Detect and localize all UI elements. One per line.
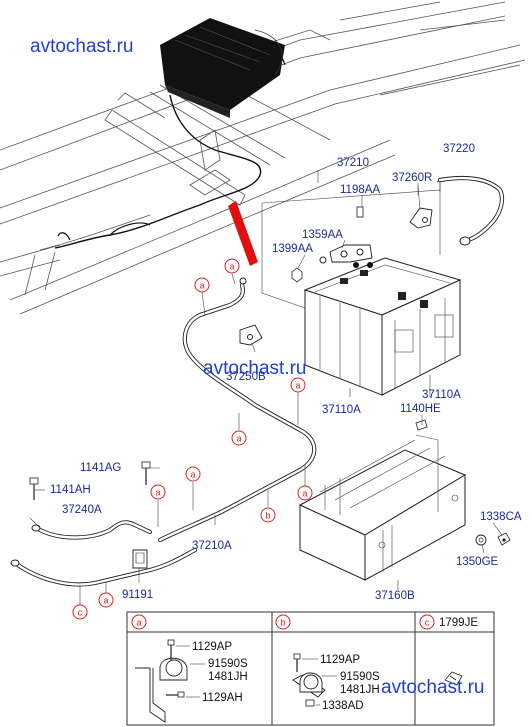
watermark-bottom: avtochast.ru <box>381 677 485 698</box>
label-1359aa: 1359AA <box>302 229 343 241</box>
nut-1350ge[interactable] <box>475 534 487 546</box>
watermark-middle: avtochast.ru <box>203 358 307 379</box>
svg-text:c: c <box>425 618 430 628</box>
label-1338ca: 1338CA <box>480 511 522 523</box>
svg-text:a: a <box>190 470 195 480</box>
callout-a-1: a <box>224 258 240 274</box>
legend-header-c: c <box>419 614 435 630</box>
legend-b-clamp-drawing <box>292 653 337 707</box>
label-1350ge: 1350GE <box>456 556 499 568</box>
legend-a-part-91590s: 91590S <box>208 658 248 670</box>
cable-37220[interactable] <box>437 175 505 246</box>
legend-c-clip-drawing <box>444 671 463 686</box>
cable-37210a[interactable] <box>10 547 198 587</box>
label-37210: 37210 <box>337 157 369 169</box>
legend-b-part-1481jh: 1481JH <box>340 684 380 696</box>
mounted-battery-silhouette <box>160 18 285 118</box>
svg-text:a: a <box>155 488 160 498</box>
legend-c-part-1799je: 1799JE <box>439 617 478 629</box>
cable-37250b[interactable] <box>157 277 317 543</box>
label-1198aa: 1198AA <box>340 184 380 196</box>
label-1140he: 1140HE <box>400 403 441 415</box>
label-37160b: 37160B <box>375 590 415 602</box>
svg-text:a: a <box>302 489 307 499</box>
legend-header-a: a <box>131 614 147 630</box>
watermark-top: avtochast.ru <box>30 36 134 57</box>
positive-terminal-clamp[interactable] <box>319 206 373 264</box>
terminal-37250b[interactable] <box>239 324 263 346</box>
label-37110a-right: 37110A <box>422 389 461 401</box>
battery[interactable] <box>303 257 462 396</box>
nut-1399aa[interactable] <box>291 267 303 283</box>
svg-text:b: b <box>265 511 270 521</box>
svg-text:c: c <box>78 608 83 618</box>
callout-a-6: a <box>150 484 166 500</box>
bolt-1141ag[interactable] <box>141 461 151 485</box>
label-37210a: 37210A <box>192 540 232 552</box>
legend-a-part-1481jh: 1481JH <box>208 671 248 683</box>
svg-text:a: a <box>229 262 234 272</box>
legend-table: a b c 1799JE 1129AP 91590S 1481JH 1129AH <box>126 611 495 726</box>
callout-b-1: b <box>260 507 276 523</box>
label-37260r: 37260R <box>392 172 432 184</box>
callout-a-3: a <box>290 377 306 393</box>
legend-a-part-1129ap: 1129AP <box>192 641 232 653</box>
cable-37240a[interactable] <box>31 520 153 540</box>
callout-a-2: a <box>194 277 210 293</box>
label-91191: 91191 <box>122 589 153 601</box>
clip-1338ca[interactable] <box>497 532 511 546</box>
legend-header-b: b <box>275 614 291 630</box>
bolt-1141ah[interactable] <box>29 477 39 500</box>
cable-37260r[interactable] <box>409 179 441 229</box>
legend-a-clamp-drawing <box>135 639 205 723</box>
callout-c-1: c <box>72 604 88 620</box>
leader-lines <box>29 184 503 605</box>
legend-b-part-91590s: 91590S <box>340 671 380 683</box>
label-37240a: 37240A <box>62 504 102 516</box>
svg-text:a: a <box>103 596 108 606</box>
label-1141ag: 1141AG <box>80 462 121 474</box>
legend-b-part-1129ap: 1129AP <box>320 654 360 666</box>
svg-text:a: a <box>199 281 204 291</box>
svg-text:a: a <box>295 381 300 391</box>
callout-a-7: a <box>297 485 313 501</box>
svg-text:a: a <box>136 618 141 628</box>
callout-a-8: a <box>98 592 114 608</box>
clip-91191[interactable] <box>132 549 148 569</box>
legend-a-part-1129ah: 1129AH <box>202 692 243 704</box>
label-37110a-left: 37110A <box>322 404 361 416</box>
label-37250b: 37250B <box>226 371 266 383</box>
frame-harness <box>54 49 286 249</box>
svg-text:b: b <box>280 618 285 628</box>
label-1141ah: 1141AH <box>50 484 91 496</box>
callout-a-5: a <box>185 466 201 482</box>
legend-b-part-1338ad: 1338AD <box>322 700 364 712</box>
svg-text:a: a <box>236 434 241 444</box>
location-arrow <box>228 201 258 266</box>
battery-tray[interactable] <box>298 434 467 581</box>
label-37220: 37220 <box>443 143 475 155</box>
label-1399aa: 1399AA <box>272 243 313 255</box>
callout-a-4: a <box>231 430 247 446</box>
bolt-1140he[interactable] <box>415 419 428 431</box>
